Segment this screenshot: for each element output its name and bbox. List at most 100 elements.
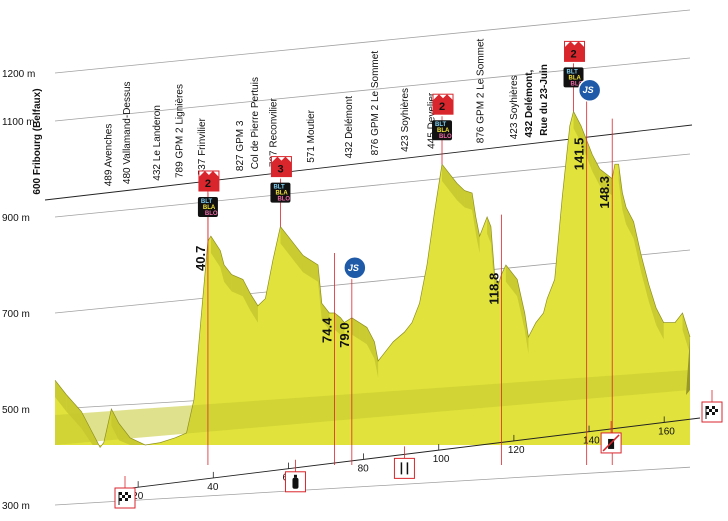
course-icons xyxy=(114,390,723,509)
slope-shade xyxy=(487,217,491,244)
climb-category-number: 3 xyxy=(277,164,283,176)
km-marker-label: 118.8 xyxy=(486,273,501,305)
slope-shade xyxy=(366,327,375,359)
location-label: 423 Soyhières xyxy=(509,75,520,139)
bonus-logo-text: BLA xyxy=(275,191,288,197)
slope-shade xyxy=(622,193,627,225)
feed-zone-icon xyxy=(393,446,415,479)
x-tick-label: 80 xyxy=(358,463,370,474)
profile-front-band xyxy=(55,370,690,445)
location-label: 445 Develier xyxy=(426,92,437,149)
x-tick-label: 120 xyxy=(508,445,525,456)
bonus-logo-icon xyxy=(270,182,291,203)
slope-shade xyxy=(599,169,613,196)
slope-shade xyxy=(648,284,657,325)
y-tick-label: 300 m xyxy=(2,501,30,512)
sprint-badge-label: JS xyxy=(348,263,359,273)
km-marker-label: 79.0 xyxy=(337,322,352,347)
x-tick-label: 20 xyxy=(132,491,144,502)
slope-shade xyxy=(351,317,360,340)
x-axis: 20406080100120140160 xyxy=(114,416,701,502)
km-marker-label: 40.7 xyxy=(193,246,208,271)
slope-shade xyxy=(250,293,258,323)
profile-fill xyxy=(55,111,690,448)
mountain-icon xyxy=(564,41,585,62)
slope-shade xyxy=(682,313,690,354)
profile-area xyxy=(54,110,691,449)
km-marker-label: 141.5 xyxy=(572,138,587,171)
location-label: 876 GPM 2 Le Sommet xyxy=(475,38,486,143)
km-marker-label: 74.4 xyxy=(320,317,335,343)
x-axis-line xyxy=(114,417,701,491)
slope-shade xyxy=(581,125,587,157)
location-label: 423 Soyhières xyxy=(400,88,411,152)
x-tick-label: 40 xyxy=(207,482,219,493)
climb-category-number: 2 xyxy=(205,178,211,190)
slope-shade xyxy=(633,221,642,273)
climb-category-number: 2 xyxy=(439,101,445,113)
slope-shade xyxy=(464,190,473,210)
slope-shade xyxy=(374,341,379,378)
climb-category-number: 2 xyxy=(571,48,577,60)
profile-end-cap xyxy=(686,337,690,395)
mountain-icon xyxy=(271,156,292,177)
grid-line xyxy=(54,9,691,74)
location-label: Col de Pierre Pertuis xyxy=(250,77,261,169)
location-label: 876 GPM 2 Le Sommet xyxy=(370,51,381,156)
slope-shade xyxy=(517,279,525,330)
y-tick-label: 700 m xyxy=(2,309,30,320)
slope-shade xyxy=(626,207,634,239)
location-label: 489 Avenches xyxy=(103,124,114,187)
mountain-icon xyxy=(198,171,219,191)
grid-line xyxy=(54,57,691,122)
slope-shade xyxy=(656,308,664,340)
location-label: 789 GPM 2 Lignières xyxy=(175,84,186,178)
sprint-markers: JS JS xyxy=(343,78,602,280)
slope-shade xyxy=(475,217,480,253)
slope-shade xyxy=(210,236,221,268)
sprint-badge-label: JS xyxy=(583,85,594,95)
slope-shade xyxy=(287,236,296,263)
slope-shade xyxy=(490,226,495,292)
x-tick-label: 160 xyxy=(658,426,675,437)
bonus-logo-text: BLO xyxy=(571,81,584,87)
bonus-logo-icon xyxy=(432,120,453,141)
km-marker-label: 148.3 xyxy=(597,176,612,209)
slope-shade xyxy=(231,274,243,297)
slope-shade xyxy=(524,313,529,354)
slope-shade xyxy=(494,274,499,301)
bonus-logo-text: BLO xyxy=(205,211,218,217)
slope-shade xyxy=(472,193,476,234)
slope-shade xyxy=(586,140,593,172)
y-tick-label: 500 m xyxy=(2,405,30,416)
profile-outline xyxy=(54,110,691,449)
slope-shade xyxy=(573,111,582,143)
bonus-logo-text: BLA xyxy=(203,205,216,211)
slope-shade xyxy=(318,265,322,321)
slope-shade xyxy=(310,260,319,282)
y-tick-label: 1200 m xyxy=(2,69,35,80)
slope-shade xyxy=(359,322,367,345)
bonus-logo-text: BLT xyxy=(435,122,447,128)
finish-flag-icon xyxy=(701,390,723,423)
y-tick-label: 900 m xyxy=(2,213,30,224)
slope-shade xyxy=(295,245,303,273)
bonus-logo-text: BLT xyxy=(567,69,579,75)
mountain-icon xyxy=(433,94,454,115)
slope-shade xyxy=(280,226,288,253)
no-littering-icon xyxy=(600,420,622,454)
bonus-logo-text: BLO xyxy=(439,134,452,140)
location-label: 432 Le Landeron xyxy=(152,105,163,181)
sprint-badge xyxy=(343,256,367,280)
location-label: 727 Reconvilier xyxy=(269,98,280,168)
slope-shade xyxy=(442,164,450,191)
location-label: 600 Fribourg (Belfaux) xyxy=(32,88,43,194)
feed-bottle-icon xyxy=(284,459,306,493)
bonus-logo-text: BLT xyxy=(273,185,285,191)
bonus-logo-text: BLO xyxy=(277,197,290,203)
y-tick-label: 1100 m xyxy=(2,117,35,128)
x-tick-label: 100 xyxy=(433,454,450,465)
location-label: 827 GPM 3 xyxy=(235,120,246,171)
